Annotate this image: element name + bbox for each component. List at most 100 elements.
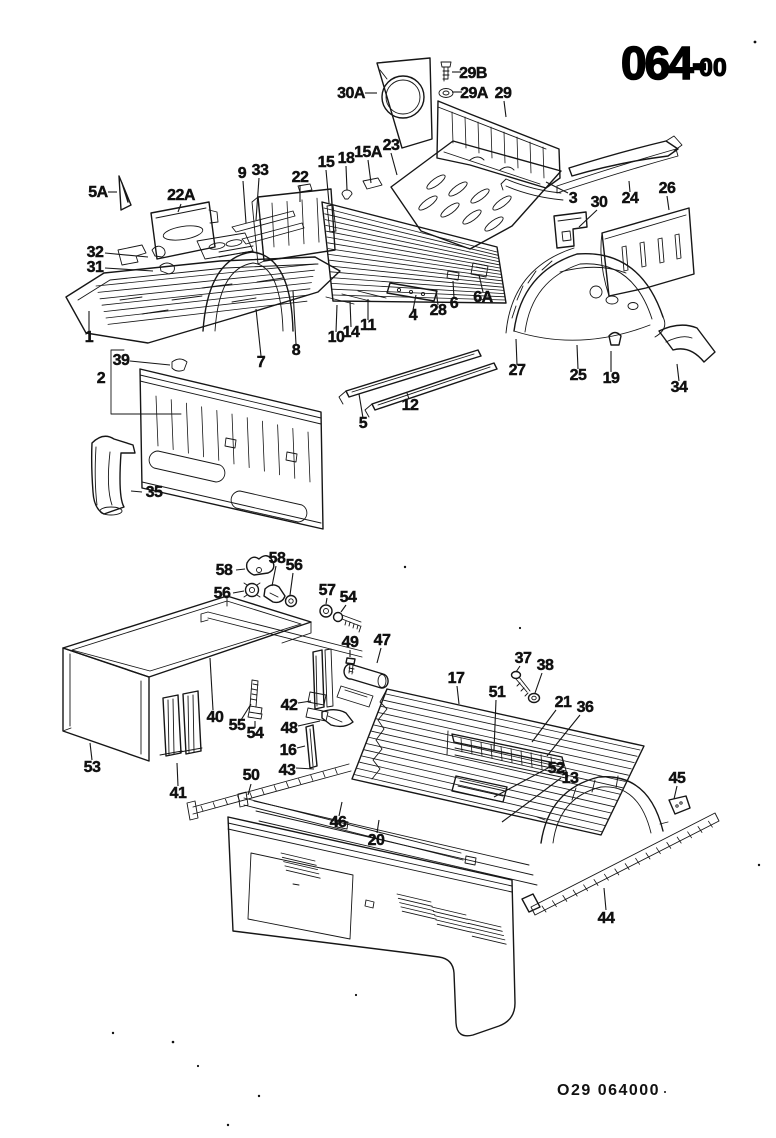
part-label-29: 29 [495, 85, 512, 102]
part-hump-7 [196, 232, 294, 332]
leader-line-10 [335, 304, 338, 333]
leader-line-14 [349, 300, 352, 328]
leader-line-23 [390, 152, 398, 176]
tailgate-slats [451, 111, 545, 179]
part-label-37: 37 [515, 650, 532, 667]
part-screw-37 [510, 670, 531, 697]
leader-line-6A [478, 274, 484, 293]
leader-line-31 [104, 267, 154, 272]
part-label-41: 41 [170, 785, 187, 802]
leader-line-18 [345, 165, 348, 191]
part-label-47: 47 [374, 632, 391, 649]
lower-assembly [62, 555, 720, 1037]
part-clip-32 [151, 245, 166, 258]
leader-line-45 [673, 785, 678, 800]
part-label-31: 31 [87, 259, 104, 276]
part-sill-3 [500, 178, 564, 201]
leader-line-39 [129, 360, 171, 366]
part-label-50: 50 [243, 767, 260, 784]
leader-line-12 [406, 392, 410, 400]
part-label-36: 36 [577, 699, 594, 716]
part-crossmember-4 [386, 282, 438, 302]
part-sliver-15 [326, 204, 337, 233]
part-label-51: 51 [489, 684, 506, 701]
leader-line-20 [376, 819, 380, 834]
page-code-suffix: 00 [699, 54, 727, 82]
part-label-30: 30 [591, 194, 608, 211]
part-label-42: 42 [281, 697, 298, 714]
louvres-b [396, 893, 437, 920]
leader-line-4 [412, 294, 417, 311]
part-sill-44 [521, 812, 720, 916]
part-label-39: 39 [113, 352, 130, 369]
part-label-23: 23 [383, 137, 400, 154]
part-label-16: 16 [280, 742, 297, 759]
part-gusset-45 [668, 795, 691, 815]
part-rail-12 [364, 362, 498, 418]
part-label-40: 40 [207, 709, 224, 726]
leader-line-5 [358, 393, 364, 419]
part-label-35: 35 [146, 484, 163, 501]
louvres-a [280, 852, 321, 879]
part-label-53: 53 [84, 759, 101, 776]
part-box-frame-53 [62, 595, 363, 762]
part-label-58: 58 [269, 550, 286, 567]
part-wheel-arch-lower [536, 775, 669, 844]
part-label-3: 3 [569, 190, 578, 207]
part-label-33: 33 [252, 162, 269, 179]
page-code: 064- [621, 37, 706, 89]
part-label-46: 46 [330, 814, 347, 831]
part-label-38: 38 [537, 657, 554, 674]
part-label-27: 27 [509, 362, 526, 379]
leader-line-58 [235, 568, 246, 571]
leader-line-33 [255, 177, 260, 221]
part-screw-29B [440, 61, 452, 82]
part-label-26: 26 [659, 180, 676, 197]
leader-line-35 [130, 490, 143, 493]
part-label-15: 15 [318, 154, 335, 171]
part-clip-6A [470, 262, 489, 278]
leader-line-13 [501, 777, 562, 823]
part-side-panel-26 [600, 207, 695, 297]
part-label-45: 45 [669, 770, 686, 787]
part-rail-5 [338, 349, 482, 405]
part-nut-38 [527, 692, 541, 704]
part-strip-16 [305, 724, 318, 769]
leader-line-43 [295, 767, 315, 770]
part-label-6A: 6A [473, 289, 493, 306]
part-label-8: 8 [292, 342, 301, 359]
part-clip-39 [171, 358, 188, 372]
leader-line-37 [515, 665, 521, 673]
part-label-54: 54 [247, 725, 264, 742]
leader-line-44 [603, 887, 607, 911]
part-label-1: 1 [85, 329, 94, 346]
part-crossmember-51 [446, 730, 569, 779]
part-label-19: 19 [603, 370, 620, 387]
leader-line-15A [367, 159, 372, 184]
part-label-14: 14 [343, 324, 360, 341]
part-label-49: 49 [342, 634, 359, 651]
leader-line-27 [515, 338, 518, 366]
leader-line-6 [452, 280, 455, 299]
wingnut-hole [256, 567, 262, 573]
leader-line-55 [240, 703, 252, 721]
louvres-d [466, 918, 507, 945]
leader-line-41 [176, 762, 179, 787]
part-dome-18 [341, 189, 353, 200]
part-wingnut-58 [245, 555, 275, 576]
part-gusset-5A [118, 175, 132, 211]
part-label-24: 24 [622, 190, 639, 207]
leader-line-53 [89, 742, 93, 761]
leader-line-40 [209, 657, 214, 711]
part-label-13: 13 [562, 770, 579, 787]
part-clip-58b [263, 584, 286, 604]
leader-line-8 [292, 290, 297, 345]
leader-line-51 [493, 699, 497, 751]
part-bolt-54a [332, 611, 362, 633]
part-posts-41 [159, 690, 203, 757]
part-rail-24 [556, 135, 683, 194]
part-rear-floor-23 [390, 140, 562, 250]
leader-line-24 [628, 180, 631, 193]
